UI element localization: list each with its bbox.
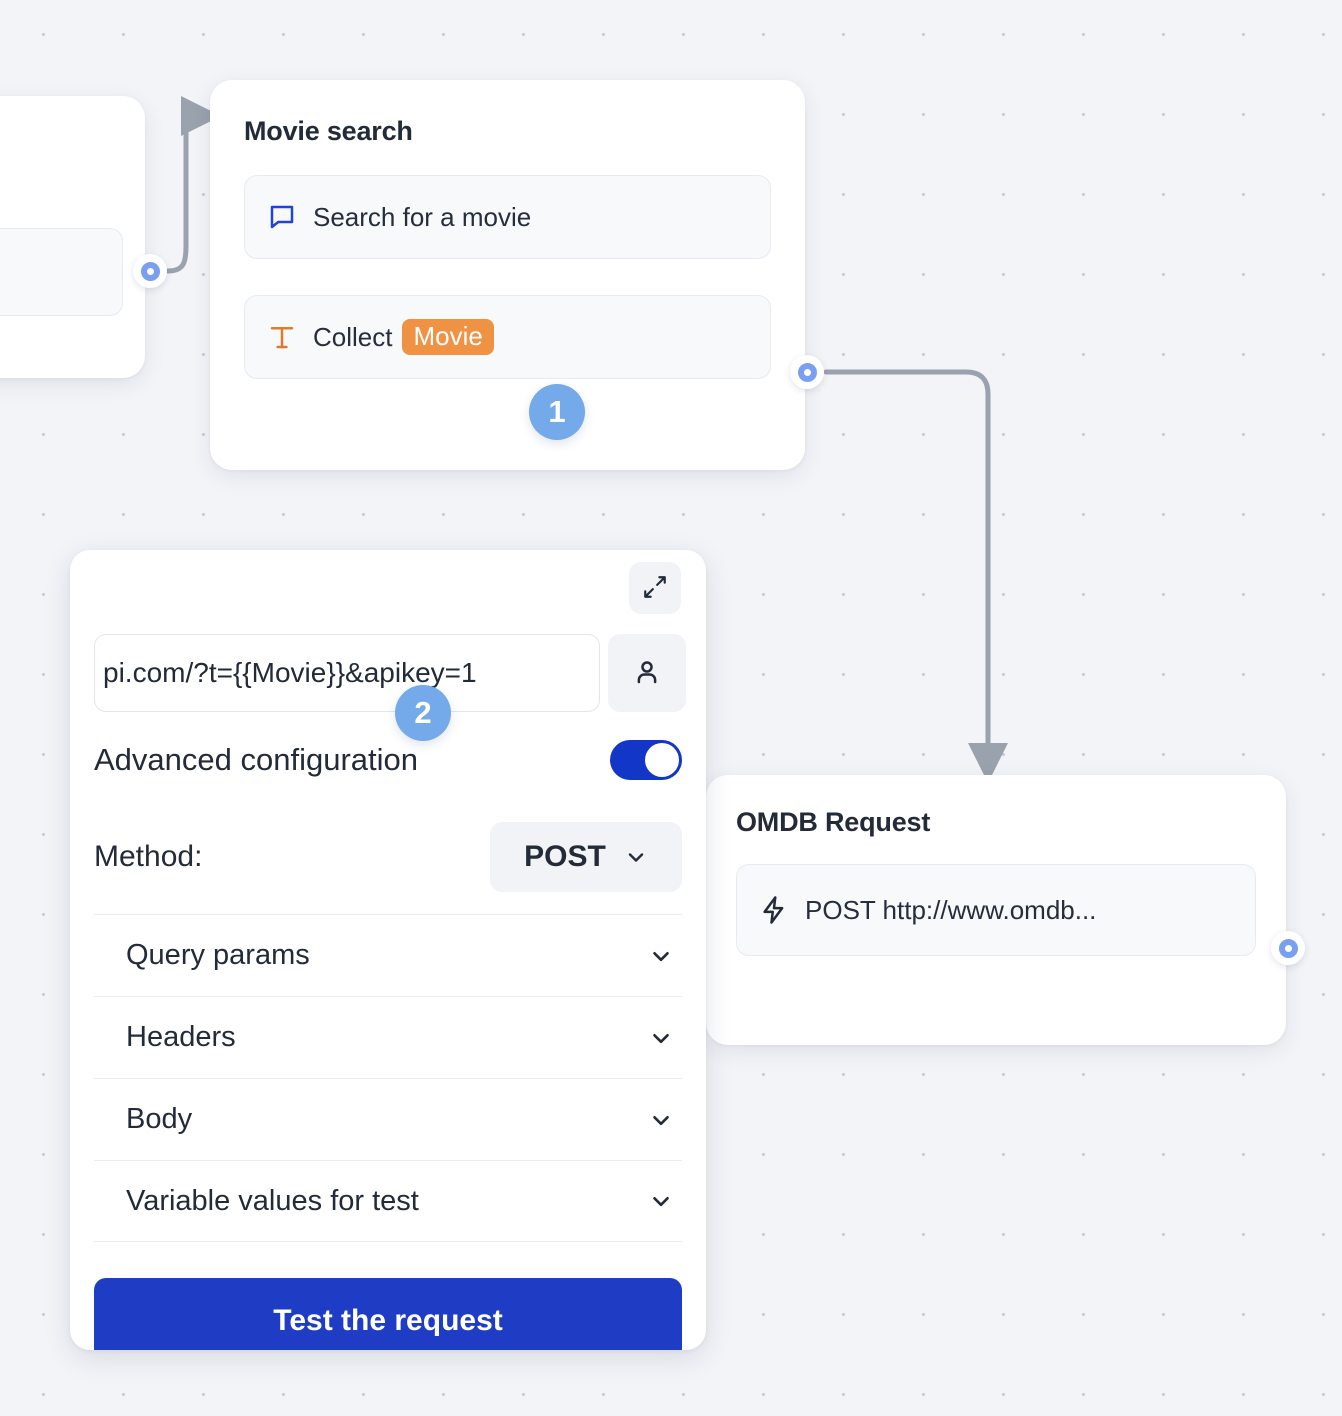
accordion-item-query-params[interactable]: Query params <box>94 914 682 996</box>
node-row-label-post: POST http://www.omdb... <box>805 894 1097 925</box>
chevron-down-icon <box>648 1188 674 1214</box>
url-input[interactable] <box>94 634 600 712</box>
node-row-post-request[interactable]: POST http://www.omdb... <box>736 864 1256 956</box>
port-omdb-request-output[interactable] <box>1271 931 1305 965</box>
request-config-panel[interactable]: Advanced configuration Method: POST Quer… <box>70 550 706 1350</box>
node-omdb-request-title: OMDB Request <box>736 807 931 837</box>
test-the-request-button[interactable]: Test the request <box>94 1278 682 1350</box>
text-type-icon <box>267 322 297 352</box>
node-movie-search-title: Movie search <box>244 116 413 146</box>
person-icon <box>632 657 662 690</box>
chevron-down-icon <box>624 845 648 869</box>
advanced-configuration-row: Advanced configuration <box>94 740 682 780</box>
partial-node-row[interactable] <box>0 228 123 316</box>
collect-word: Collect <box>313 321 393 352</box>
credentials-button[interactable] <box>608 634 686 712</box>
method-label: Method: <box>94 840 203 873</box>
variable-chip-movie[interactable]: Movie <box>402 319 494 355</box>
accordion-label: Variable values for test <box>126 1184 419 1217</box>
chevron-down-icon <box>648 1025 674 1051</box>
chevron-down-icon <box>648 1107 674 1133</box>
expand-diagonal-icon <box>642 574 668 603</box>
accordion-label: Body <box>126 1103 193 1135</box>
chevron-down-icon <box>648 943 674 969</box>
node-row-label-collect: Collect Movie <box>313 319 494 355</box>
lightning-bolt-icon <box>759 895 789 925</box>
accordion-item-headers[interactable]: Headers <box>94 996 682 1078</box>
method-value: POST <box>524 840 606 873</box>
accordion-label: Query params <box>126 939 310 971</box>
method-row: Method: POST <box>94 822 682 892</box>
callout-badge-1: 1 <box>529 384 585 440</box>
expand-panel-button[interactable] <box>629 562 681 614</box>
accordion-item-variable-values-for-test[interactable]: Variable values for test <box>94 1160 682 1242</box>
callout-badge-2: 2 <box>395 685 451 741</box>
partial-node-card[interactable] <box>0 96 145 378</box>
port-left-node-output[interactable] <box>133 254 167 288</box>
port-movie-search-output[interactable] <box>790 355 824 389</box>
node-movie-search[interactable]: Movie search Search for a movie Collect … <box>210 80 805 470</box>
request-accordion: Query params Headers Body Variable value… <box>94 914 682 1242</box>
url-row <box>94 634 686 712</box>
node-row-search-for-a-movie[interactable]: Search for a movie <box>244 175 771 259</box>
accordion-item-body[interactable]: Body <box>94 1078 682 1160</box>
method-select[interactable]: POST <box>490 822 682 892</box>
node-row-label: Search for a movie <box>313 201 532 232</box>
accordion-label: Headers <box>126 1021 236 1053</box>
node-omdb-request[interactable]: OMDB Request POST http://www.omdb... <box>706 775 1286 1045</box>
node-row-collect-movie[interactable]: Collect Movie <box>244 295 771 379</box>
advanced-configuration-label: Advanced configuration <box>94 742 419 777</box>
message-bubble-icon <box>267 202 297 232</box>
advanced-configuration-toggle[interactable] <box>610 740 682 780</box>
